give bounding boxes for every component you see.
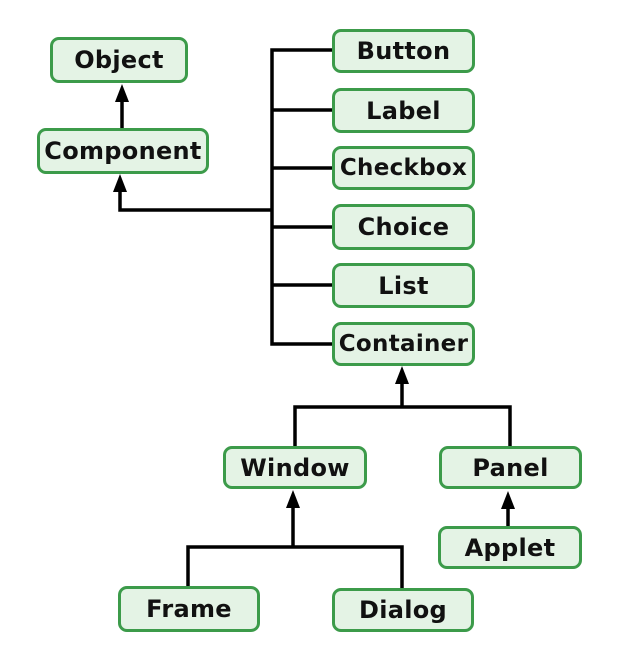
node-label: Label <box>332 88 475 133</box>
arrowhead-up-icon <box>501 491 515 509</box>
edge-spine-subclasses <box>270 48 332 346</box>
arrowhead-up-icon <box>115 84 129 102</box>
edge-children-window <box>186 490 404 588</box>
node-checkbox: Checkbox <box>332 146 475 190</box>
edge-component-object <box>115 84 129 128</box>
node-window: Window <box>223 446 367 489</box>
node-component: Component <box>37 128 209 174</box>
node-container: Container <box>332 322 475 366</box>
arrowhead-up-icon <box>395 366 409 384</box>
node-button: Button <box>332 29 475 73</box>
node-choice: Choice <box>332 204 475 250</box>
arrowhead-up-icon <box>286 490 300 508</box>
node-object: Object <box>50 37 188 83</box>
node-dialog: Dialog <box>332 588 474 632</box>
node-applet: Applet <box>438 526 582 569</box>
edge-spine-component <box>113 174 272 212</box>
edge-children-container <box>293 366 512 446</box>
node-frame: Frame <box>118 586 260 632</box>
node-panel: Panel <box>439 446 582 489</box>
node-list: List <box>332 263 475 308</box>
edge-applet-panel <box>501 491 515 526</box>
arrowhead-up-icon <box>113 174 127 192</box>
